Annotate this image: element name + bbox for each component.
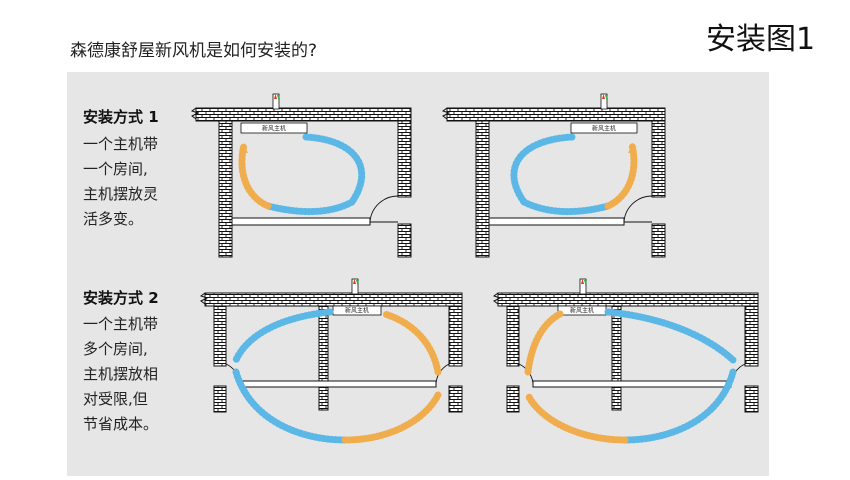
method-1-title: 安装方式 1 bbox=[83, 108, 159, 126]
fresh-air-flow bbox=[604, 308, 737, 364]
method-1-line: 活多变。 bbox=[83, 210, 144, 228]
method-1-line: 一个房间, bbox=[83, 160, 148, 178]
fresh-air-unit bbox=[240, 122, 308, 134]
door-swing bbox=[623, 195, 653, 223]
exhaust-arrow-icon bbox=[602, 94, 605, 99]
fresh-air-unit bbox=[570, 122, 638, 134]
diagram-2-room: 新风主机 bbox=[441, 93, 666, 258]
partition-wall bbox=[318, 305, 329, 411]
fresh-air-flow bbox=[232, 368, 349, 444]
right-wall-upper bbox=[744, 305, 759, 367]
partition-wall bbox=[611, 305, 622, 411]
floor-slab bbox=[488, 217, 625, 226]
fresh-air-flow bbox=[302, 133, 366, 206]
page-question: 森德康舒屋新风机是如何安装的? bbox=[70, 41, 318, 61]
fresh-air-unit-label: 新风主机 bbox=[345, 307, 369, 315]
exhaust-air-flow bbox=[341, 391, 442, 444]
method-1-description: 一个主机带 一个房间, 主机摆放灵 活多变。 bbox=[83, 132, 158, 232]
intake-arrow-icon bbox=[277, 95, 280, 100]
exhaust-arrow-icon bbox=[581, 279, 584, 284]
diagram-1-room: 新风主机 bbox=[190, 93, 412, 258]
door-swing bbox=[369, 195, 399, 223]
left-wall-lower bbox=[506, 385, 520, 413]
ceiling-wall bbox=[204, 292, 463, 307]
intake-arrow-icon bbox=[356, 280, 359, 285]
ceiling-wall bbox=[497, 292, 759, 307]
page-label: 安装图1 bbox=[706, 22, 816, 57]
exhaust-air-flow bbox=[381, 310, 442, 376]
wall-break-mark bbox=[492, 292, 502, 305]
left-wall-lower bbox=[213, 385, 227, 413]
method-1-line: 一个主机带 bbox=[83, 135, 159, 153]
fresh-air-flow bbox=[621, 368, 737, 444]
right-wall-upper bbox=[651, 120, 666, 198]
exhaust-arrow-head bbox=[628, 145, 636, 153]
exhaust-arrow-icon bbox=[353, 279, 356, 284]
left-wall-upper bbox=[506, 305, 520, 367]
wall-break-mark bbox=[199, 292, 209, 305]
fresh-air-unit-label: 新风主机 bbox=[262, 125, 286, 133]
fresh-air-flow bbox=[520, 198, 612, 216]
method-2-line: 节省成本。 bbox=[83, 415, 159, 433]
intake-arrow-icon bbox=[584, 280, 587, 285]
fresh-air-unit-label: 新风主机 bbox=[592, 125, 616, 133]
floor-slab bbox=[532, 380, 732, 388]
floor-slab bbox=[231, 217, 371, 226]
wall-break-mark bbox=[441, 107, 451, 120]
wall-break-mark bbox=[190, 107, 200, 120]
right-wall-lower bbox=[744, 385, 759, 413]
diagram-3-rooms: 新风主机 bbox=[199, 278, 463, 444]
exhaust-arrow-icon bbox=[274, 94, 277, 99]
right-wall-upper bbox=[448, 305, 463, 367]
floor-slab bbox=[239, 380, 437, 388]
exhaust-arrow-head bbox=[240, 145, 248, 153]
method-2-line: 主机摆放相 bbox=[83, 365, 159, 383]
vent-duct bbox=[272, 93, 280, 110]
fresh-air-flow bbox=[232, 308, 334, 364]
fresh-air-unit-label: 新风主机 bbox=[570, 307, 594, 315]
method-2-description: 一个主机带 多个房间, 主机摆放相 对受限,但 节省成本。 bbox=[83, 312, 158, 437]
exhaust-air-flow bbox=[524, 310, 564, 376]
left-wall bbox=[218, 120, 233, 258]
left-wall bbox=[475, 120, 490, 258]
method-1-line: 主机摆放灵 bbox=[83, 185, 159, 203]
ceiling-wall bbox=[195, 107, 412, 122]
right-wall-lower bbox=[651, 223, 666, 258]
vent-duct bbox=[351, 278, 359, 295]
left-wall-upper bbox=[213, 305, 227, 367]
exhaust-air-flow bbox=[524, 391, 629, 444]
ceiling-wall bbox=[446, 107, 666, 122]
diagram-4-rooms: 新风主机 bbox=[492, 278, 759, 444]
exhaust-air-flow bbox=[604, 141, 638, 210]
fresh-air-flow bbox=[510, 133, 576, 206]
method-2-line: 对受限,但 bbox=[83, 390, 148, 408]
method-2-line: 一个主机带 bbox=[83, 315, 159, 333]
right-wall-upper bbox=[397, 120, 412, 198]
vent-duct bbox=[600, 93, 608, 110]
right-wall-lower bbox=[448, 385, 463, 413]
intake-arrow-icon bbox=[605, 95, 608, 100]
fresh-air-flow bbox=[264, 198, 356, 216]
vent-duct bbox=[579, 278, 587, 295]
exhaust-air-flow bbox=[238, 141, 272, 210]
method-2-title: 安装方式 2 bbox=[83, 289, 159, 307]
right-wall-lower bbox=[397, 223, 412, 258]
method-2-line: 多个房间, bbox=[83, 340, 148, 358]
